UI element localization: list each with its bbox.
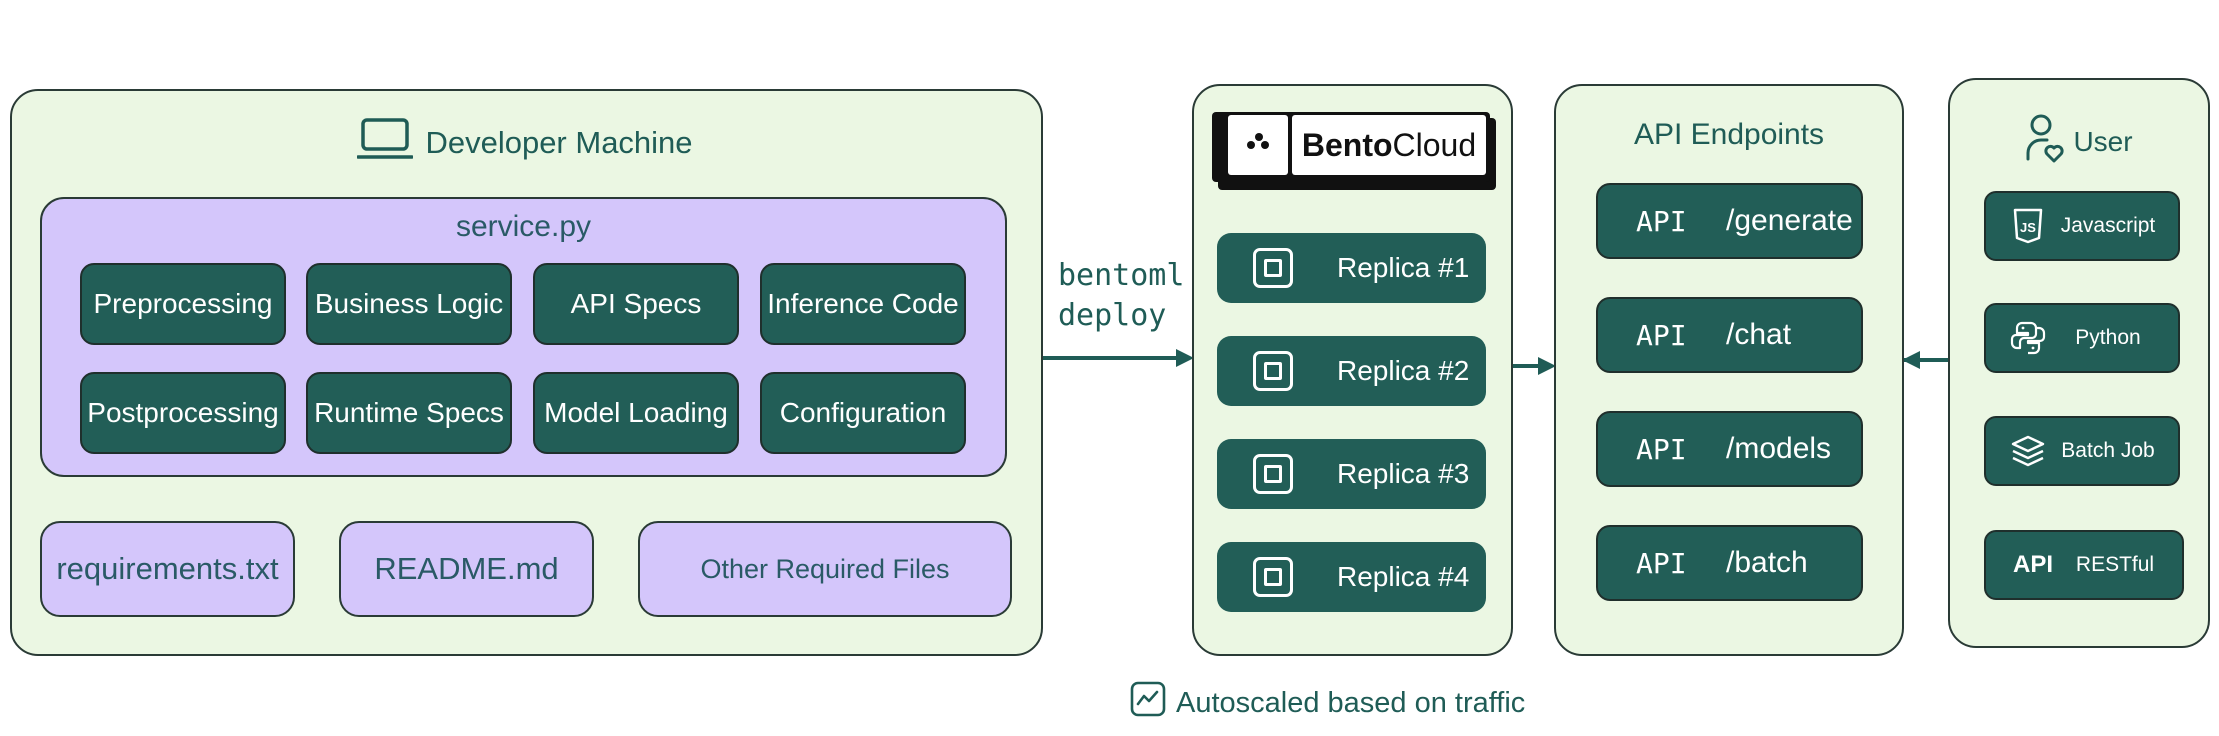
- replica-3: Replica #3: [1217, 439, 1486, 509]
- laptop-icon: [356, 117, 415, 169]
- api-path: /batch: [1726, 546, 1808, 579]
- client-python: Python: [1984, 303, 2180, 373]
- replica-2: Replica #2: [1217, 336, 1486, 406]
- component-inference-code: Inference Code: [760, 263, 966, 345]
- replica-icon: [1253, 557, 1293, 597]
- replica-icon: [1253, 454, 1293, 494]
- file-other-required: Other Required Files: [638, 521, 1012, 617]
- user-title: User: [1948, 114, 2210, 170]
- developer-machine-label: Developer Machine: [425, 125, 693, 160]
- api-endpoint-batch: API /batch: [1596, 525, 1863, 601]
- developer-machine-title: Developer Machine: [340, 118, 710, 168]
- api-prefix: API: [1636, 318, 1687, 352]
- component-runtime-specs: Runtime Specs: [306, 372, 512, 454]
- api-path: /generate: [1726, 204, 1853, 237]
- svg-text:JS: JS: [2020, 220, 2036, 235]
- file-readme: README.md: [339, 521, 594, 617]
- deploy-command: bentoml deploy: [1058, 256, 1188, 336]
- logo-bold: Bento: [1301, 126, 1393, 163]
- arrow-user-to-api: [1902, 351, 1948, 369]
- api-icon: API: [2012, 551, 2053, 578]
- api-prefix: API: [1636, 204, 1687, 238]
- file-requirements: requirements.txt: [40, 521, 295, 617]
- api-prefix: API: [1636, 546, 1687, 580]
- python-icon: [2008, 318, 2048, 358]
- js-icon: JS: [2008, 206, 2048, 246]
- service-py-title: service.py: [455, 210, 592, 243]
- deploy-command-line1: bentoml: [1058, 258, 1185, 293]
- user-heart-icon: [2025, 113, 2065, 172]
- client-batch-job: Batch Job: [1984, 416, 2180, 486]
- component-api-specs: API Specs: [533, 263, 739, 345]
- replica-4: Replica #4: [1217, 542, 1486, 612]
- api-endpoints-title: API Endpoints: [1633, 118, 1825, 151]
- chart-icon: [1130, 681, 1166, 725]
- user-label: User: [2073, 126, 2133, 157]
- component-preprocessing: Preprocessing: [80, 263, 286, 345]
- bento-dots-icon: [1247, 133, 1269, 149]
- component-business-logic: Business Logic: [306, 263, 512, 345]
- api-endpoint-chat: API /chat: [1596, 297, 1863, 373]
- component-postprocessing: Postprocessing: [80, 372, 286, 454]
- client-label: Batch Job: [2061, 439, 2155, 462]
- client-label: Javascript: [2060, 214, 2156, 237]
- api-prefix: API: [1636, 432, 1687, 466]
- replica-label: Replica #3: [1337, 458, 1470, 489]
- component-configuration: Configuration: [760, 372, 966, 454]
- client-javascript: JS Javascript: [1984, 191, 2180, 261]
- api-path: /models: [1726, 432, 1832, 465]
- client-label: Python: [2075, 326, 2141, 349]
- replica-label: Replica #1: [1337, 252, 1470, 283]
- replica-icon: [1253, 248, 1293, 288]
- client-label: RESTful: [2075, 553, 2155, 576]
- replica-1: Replica #1: [1217, 233, 1486, 303]
- footer-text: Autoscaled based on traffic: [1176, 686, 1526, 719]
- replica-icon: [1253, 351, 1293, 391]
- deploy-command-line2: deploy: [1058, 298, 1167, 333]
- footer-autoscale: Autoscaled based on traffic: [1130, 680, 1550, 726]
- arrow-replicas-to-api: [1512, 357, 1556, 375]
- layers-icon: [2008, 431, 2048, 471]
- component-model-loading: Model Loading: [533, 372, 739, 454]
- bentocloud-logo-mark: [1228, 115, 1288, 175]
- logo-regular: Cloud: [1392, 126, 1477, 163]
- api-path: /chat: [1726, 318, 1792, 351]
- replica-label: Replica #4: [1337, 561, 1470, 592]
- client-restful: API RESTful: [1984, 530, 2184, 600]
- api-endpoint-models: API /models: [1596, 411, 1863, 487]
- arrow-deploy: [1043, 349, 1194, 367]
- replica-label: Replica #2: [1337, 355, 1470, 386]
- api-endpoint-generate: API /generate: [1596, 183, 1863, 259]
